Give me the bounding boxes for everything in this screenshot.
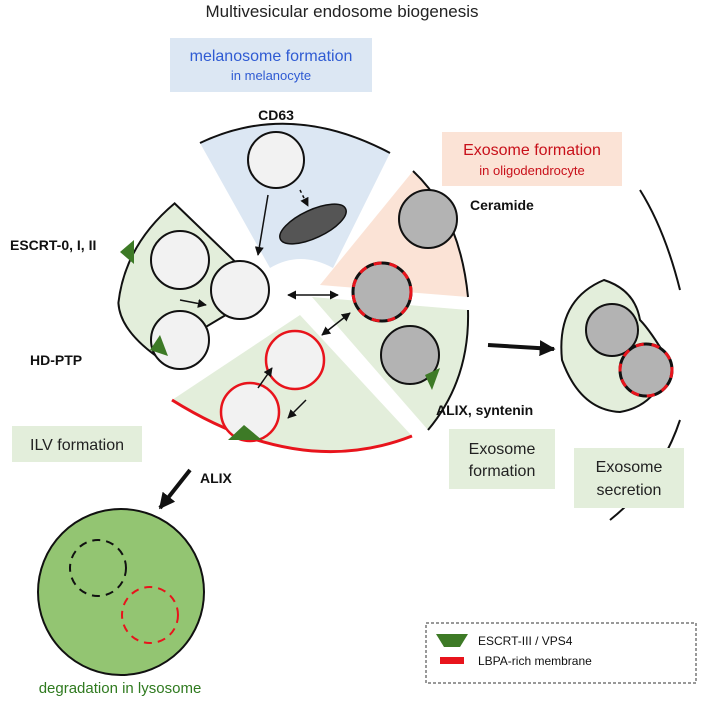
alix-syntenin-label: ALIX, syntenin xyxy=(436,402,533,418)
ilv-vesicle-upper-left xyxy=(150,230,210,290)
oligodendrocyte-box: Exosome formation in oligodendrocyte xyxy=(442,132,622,186)
ilv-formation-label: ILV formation xyxy=(30,437,124,454)
mve-arrows xyxy=(179,189,351,419)
melanosome-subtitle: in melanocyte xyxy=(231,68,311,83)
alix-vesicle-lower xyxy=(219,381,281,443)
exosome-secretion-line1: Exosome xyxy=(596,459,663,476)
ceramide-label: Ceramide xyxy=(470,197,534,213)
secretion-arrow xyxy=(487,340,556,357)
escrt-iii-markers xyxy=(120,240,440,440)
secreted-vesicle-grey xyxy=(585,303,639,357)
melanosome-box: melanosome formation in melanocyte xyxy=(170,38,372,92)
exosome-formation-line1: Exosome xyxy=(469,441,536,458)
diagram-title: Multivesicular endosome biogenesis xyxy=(205,2,478,21)
legend-escrt-label: ESCRT-III / VPS4 xyxy=(478,634,573,648)
exosome-secretion-line2: secretion xyxy=(597,482,662,499)
legend: ESCRT-III / VPS4 LBPA-rich membrane xyxy=(425,622,697,684)
melanosome-title: melanosome formation xyxy=(190,48,353,65)
vesicles xyxy=(150,131,458,443)
legend-escrt-icon xyxy=(436,634,468,647)
escrt-label: ESCRT-0, I, II xyxy=(10,237,96,253)
legend-lbpa-icon xyxy=(440,657,464,664)
cd63-label: CD63 xyxy=(258,107,294,123)
alix-vesicle-upper xyxy=(264,329,326,391)
lysosome-label: degradation in lysosome xyxy=(39,680,202,697)
hdptp-label: HD-PTP xyxy=(30,352,82,368)
lysosome-vesicle-black xyxy=(69,539,127,597)
lysosome xyxy=(37,508,205,676)
alix-label: ALIX xyxy=(200,470,233,486)
legend-lbpa-label: LBPA-rich membrane xyxy=(478,654,592,668)
oligodendrocyte-title: Exosome formation xyxy=(463,142,601,159)
exosome-formation-box: Exosome formation xyxy=(449,429,555,489)
lysosome-vesicle-red xyxy=(121,586,179,644)
ceramide-vesicle xyxy=(398,189,458,249)
ilv-vesicle-center xyxy=(210,260,270,320)
exosome-formation-line2: formation xyxy=(469,463,536,480)
melanosome xyxy=(279,203,347,245)
secretion-cell xyxy=(560,189,681,521)
degradation-arrow xyxy=(158,468,192,510)
cd63-vesicle xyxy=(247,131,305,189)
ilv-formation-box: ILV formation xyxy=(12,426,142,462)
exosome-secretion-box: Exosome secretion xyxy=(574,448,684,508)
oligodendrocyte-subtitle: in oligodendrocyte xyxy=(479,163,585,178)
syntenin-vesicle xyxy=(380,325,440,385)
